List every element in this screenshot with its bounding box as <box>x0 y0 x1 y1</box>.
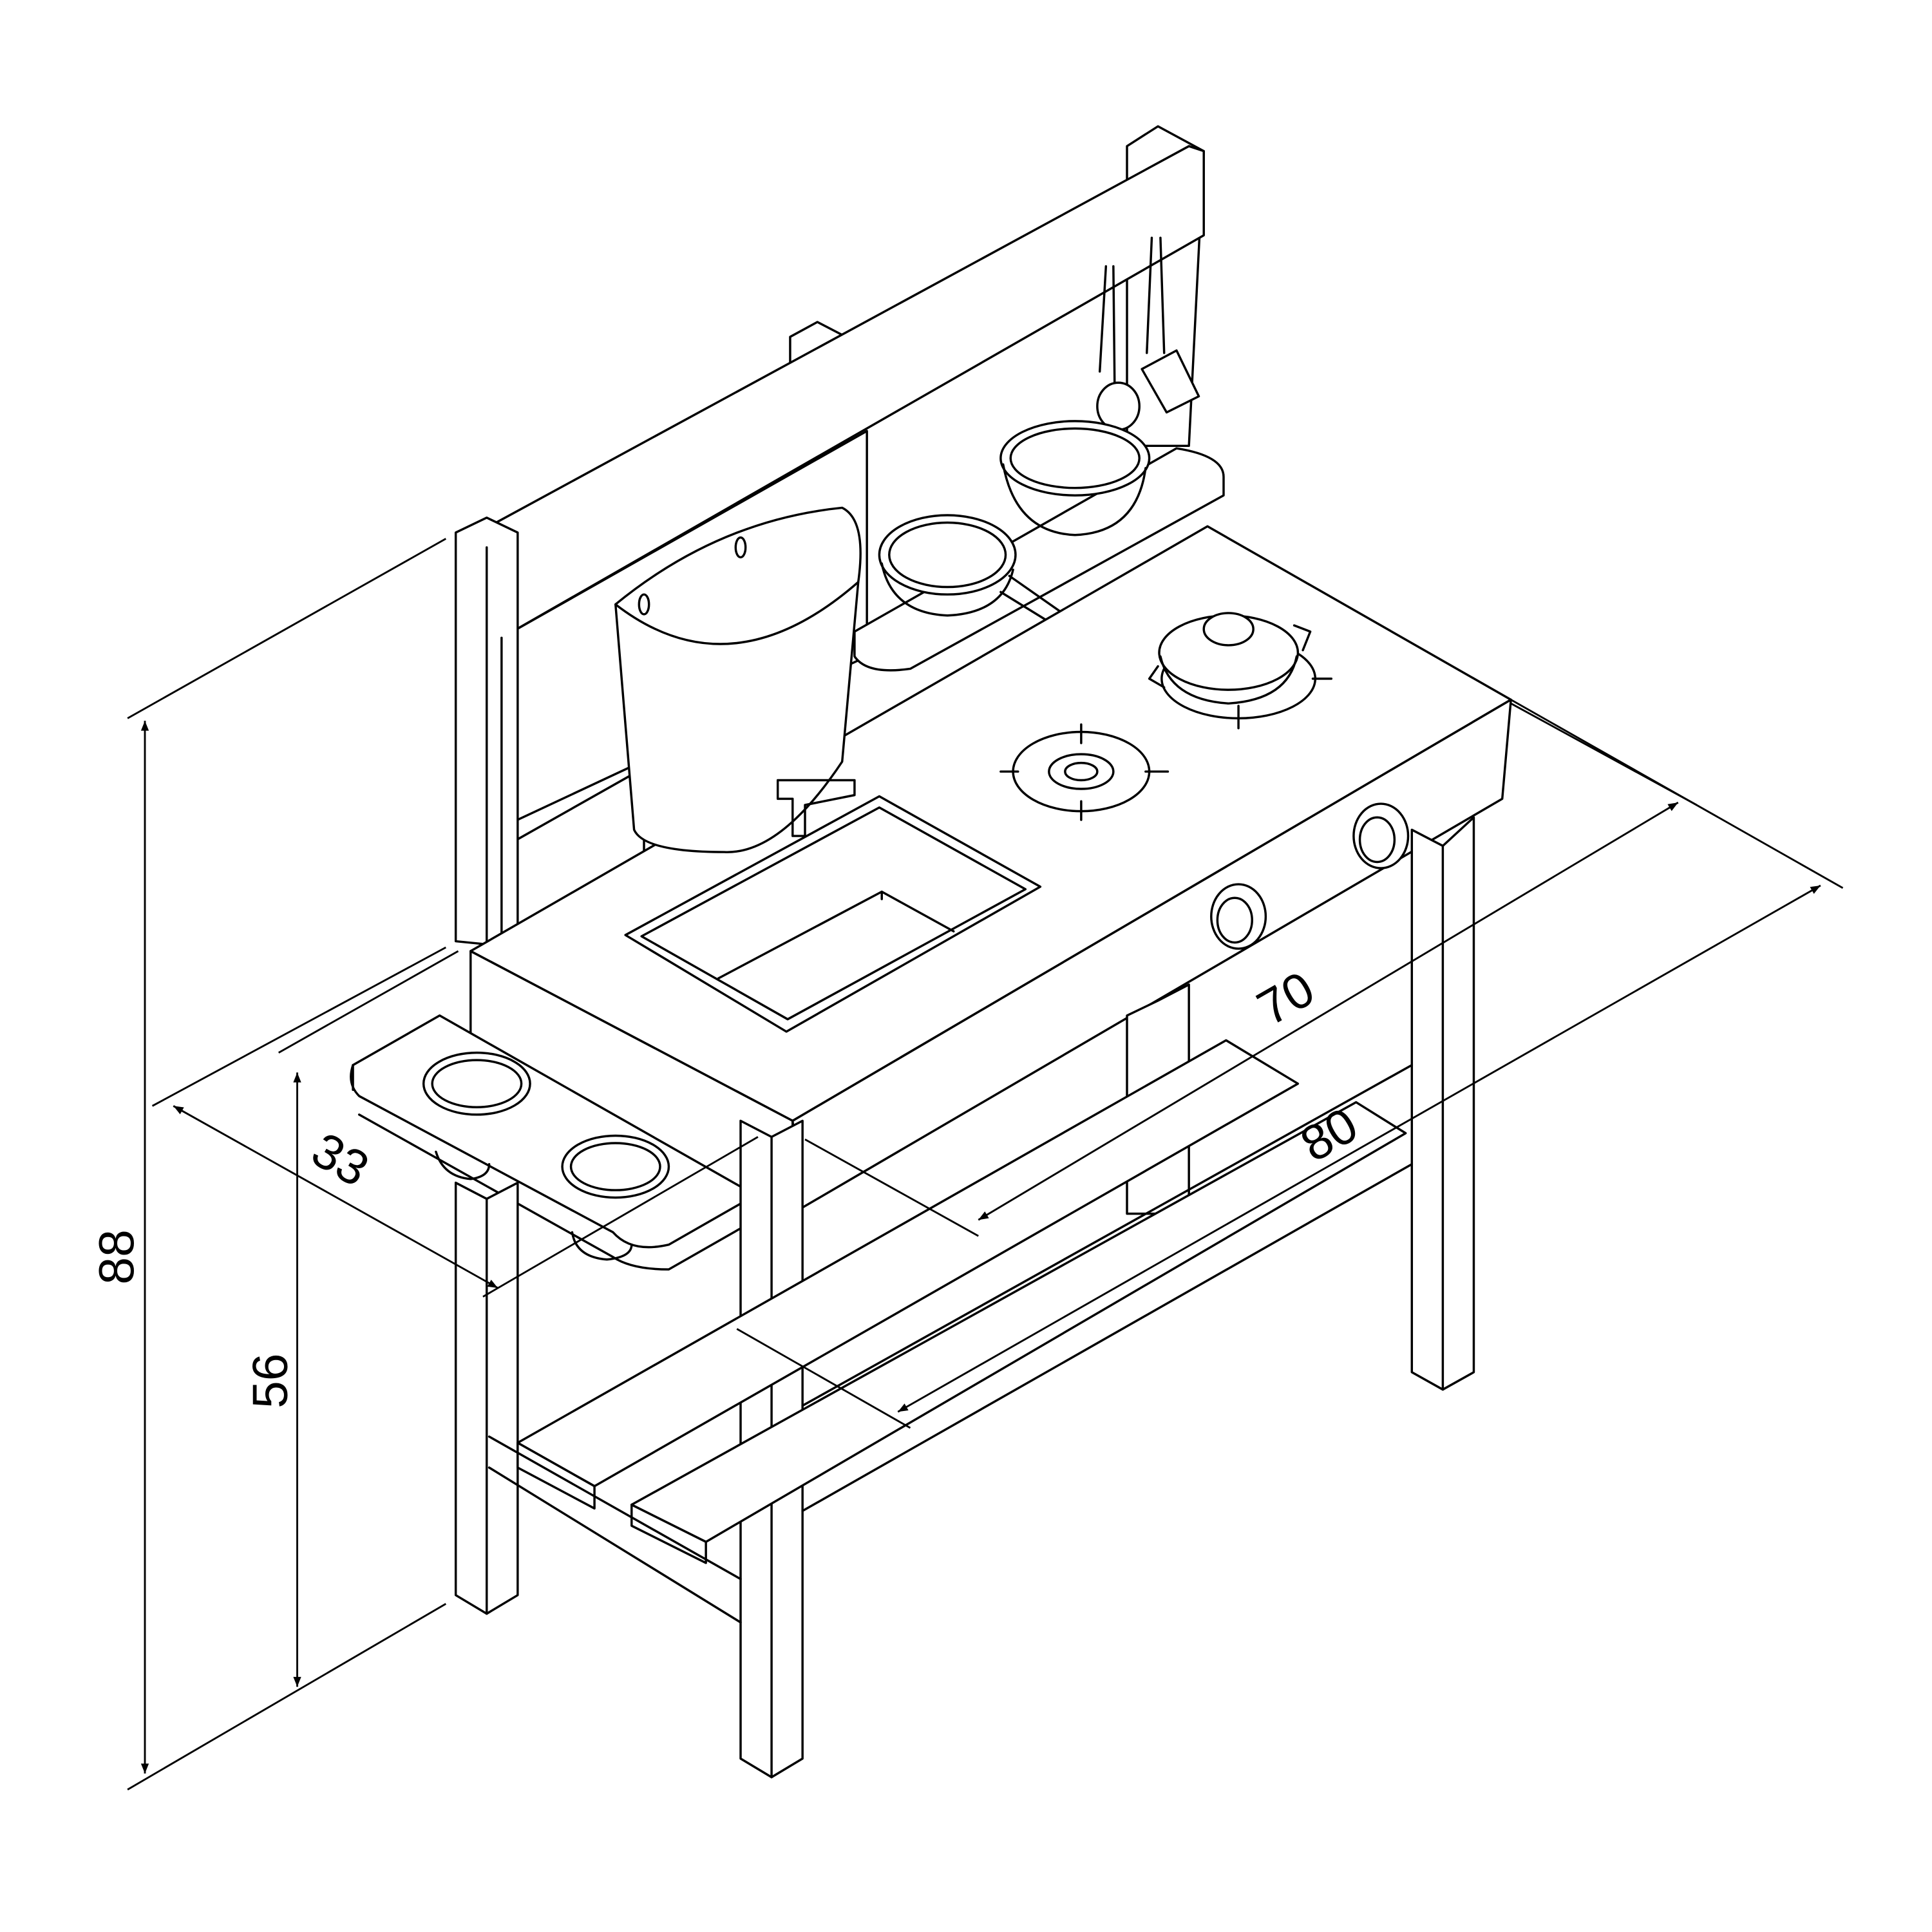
burner-back-with-pot <box>1148 612 1333 730</box>
pot-large <box>999 420 1151 497</box>
width-80-line <box>897 884 1821 1413</box>
upper-shelf <box>853 420 1225 672</box>
water-dispenser <box>614 506 862 853</box>
label-88: 88 <box>90 1229 145 1285</box>
depth-33-line <box>173 1105 498 1289</box>
hanging-utensils <box>1096 236 1200 431</box>
label-70: 70 <box>1248 961 1323 1036</box>
dimension-lines <box>127 538 1844 1791</box>
label-56: 56 <box>243 1353 298 1408</box>
side-shelf <box>350 1014 757 1271</box>
label-33: 33 <box>303 1122 378 1197</box>
pan-small <box>878 514 1017 596</box>
